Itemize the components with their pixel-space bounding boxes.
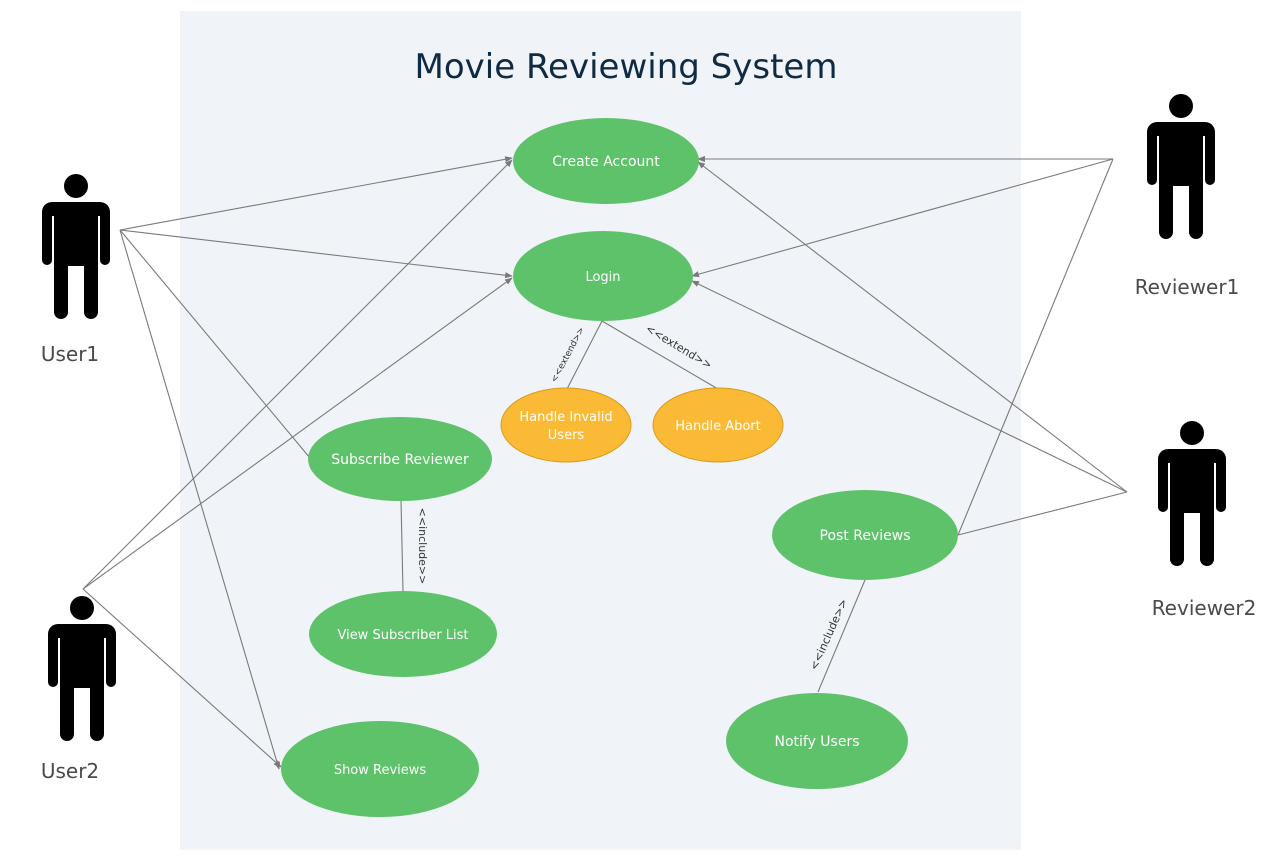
- assoc-user1-show-reviews: [119, 229, 280, 770]
- use-case-show-reviews[interactable]: Show Reviews: [281, 721, 479, 817]
- actor-icon: [1147, 94, 1215, 239]
- assoc-user1-subscribe-reviewer: [119, 229, 311, 459]
- use-case-create-account[interactable]: Create Account: [513, 118, 699, 204]
- actor-icon: [48, 596, 116, 741]
- use-case-label-line2: Users: [548, 428, 585, 443]
- actor-icon: [1158, 421, 1226, 566]
- actor-label: User1: [41, 342, 99, 366]
- assoc-user2-show-reviews: [82, 588, 282, 768]
- assoc-user2-create-account: [82, 159, 513, 590]
- use-case-post-reviews[interactable]: Post Reviews: [772, 490, 958, 580]
- use-case-label: Handle Abort: [675, 419, 761, 434]
- assoc-reviewer2-create-account: [697, 161, 1128, 493]
- assoc-user2-login: [82, 277, 513, 590]
- actor-label: Reviewer1: [1135, 275, 1240, 299]
- use-case-label-line1: Handle Invalid: [519, 410, 612, 425]
- assoc-user1-login: [119, 229, 513, 279]
- extend-login-handle-invalid-users: [566, 320, 603, 390]
- include-label-subscriber: <<include>>: [416, 508, 429, 585]
- associations: [82, 155, 1128, 770]
- use-case-label: Show Reviews: [334, 763, 427, 778]
- actor-user1[interactable]: User1: [41, 174, 110, 366]
- actor-label: User2: [41, 759, 99, 783]
- use-case-label: Notify Users: [774, 734, 859, 750]
- actor-reviewer1[interactable]: Reviewer1: [1135, 94, 1240, 299]
- assoc-reviewer1-post-reviews: [957, 158, 1114, 536]
- diagram-title: Movie Reviewing System: [415, 47, 838, 87]
- use-case-handle-abort[interactable]: Handle Abort: [652, 387, 784, 463]
- assoc-reviewer2-post-reviews: [957, 491, 1128, 536]
- use-case-view-subscriber-list[interactable]: View Subscriber List: [309, 591, 497, 677]
- use-case-handle-invalid-users[interactable]: Handle Invalid Users: [500, 387, 632, 463]
- use-case-subscribe-reviewer[interactable]: Subscribe Reviewer: [308, 417, 492, 501]
- use-case-label: View Subscriber List: [337, 628, 468, 643]
- use-case-label: Post Reviews: [820, 528, 911, 544]
- actor-label: Reviewer2: [1152, 596, 1257, 620]
- use-case-label: Subscribe Reviewer: [331, 452, 469, 468]
- actor-icon: [42, 174, 110, 319]
- actor-user2[interactable]: User2: [41, 596, 116, 783]
- extend-login-handle-abort: [601, 320, 719, 390]
- assoc-reviewer2-login: [691, 280, 1128, 493]
- assoc-reviewer1-login: [691, 158, 1114, 278]
- include-post-notify: [817, 579, 866, 693]
- assoc-user1-create-account: [119, 156, 513, 231]
- use-case-label: Create Account: [552, 154, 660, 170]
- use-case-label: Login: [585, 270, 620, 285]
- use-case-notify-users[interactable]: Notify Users: [726, 693, 908, 789]
- include-subscribe-view-subscriber: [400, 499, 404, 592]
- actor-reviewer2[interactable]: Reviewer2: [1152, 421, 1257, 620]
- use-case-login[interactable]: Login: [513, 231, 693, 321]
